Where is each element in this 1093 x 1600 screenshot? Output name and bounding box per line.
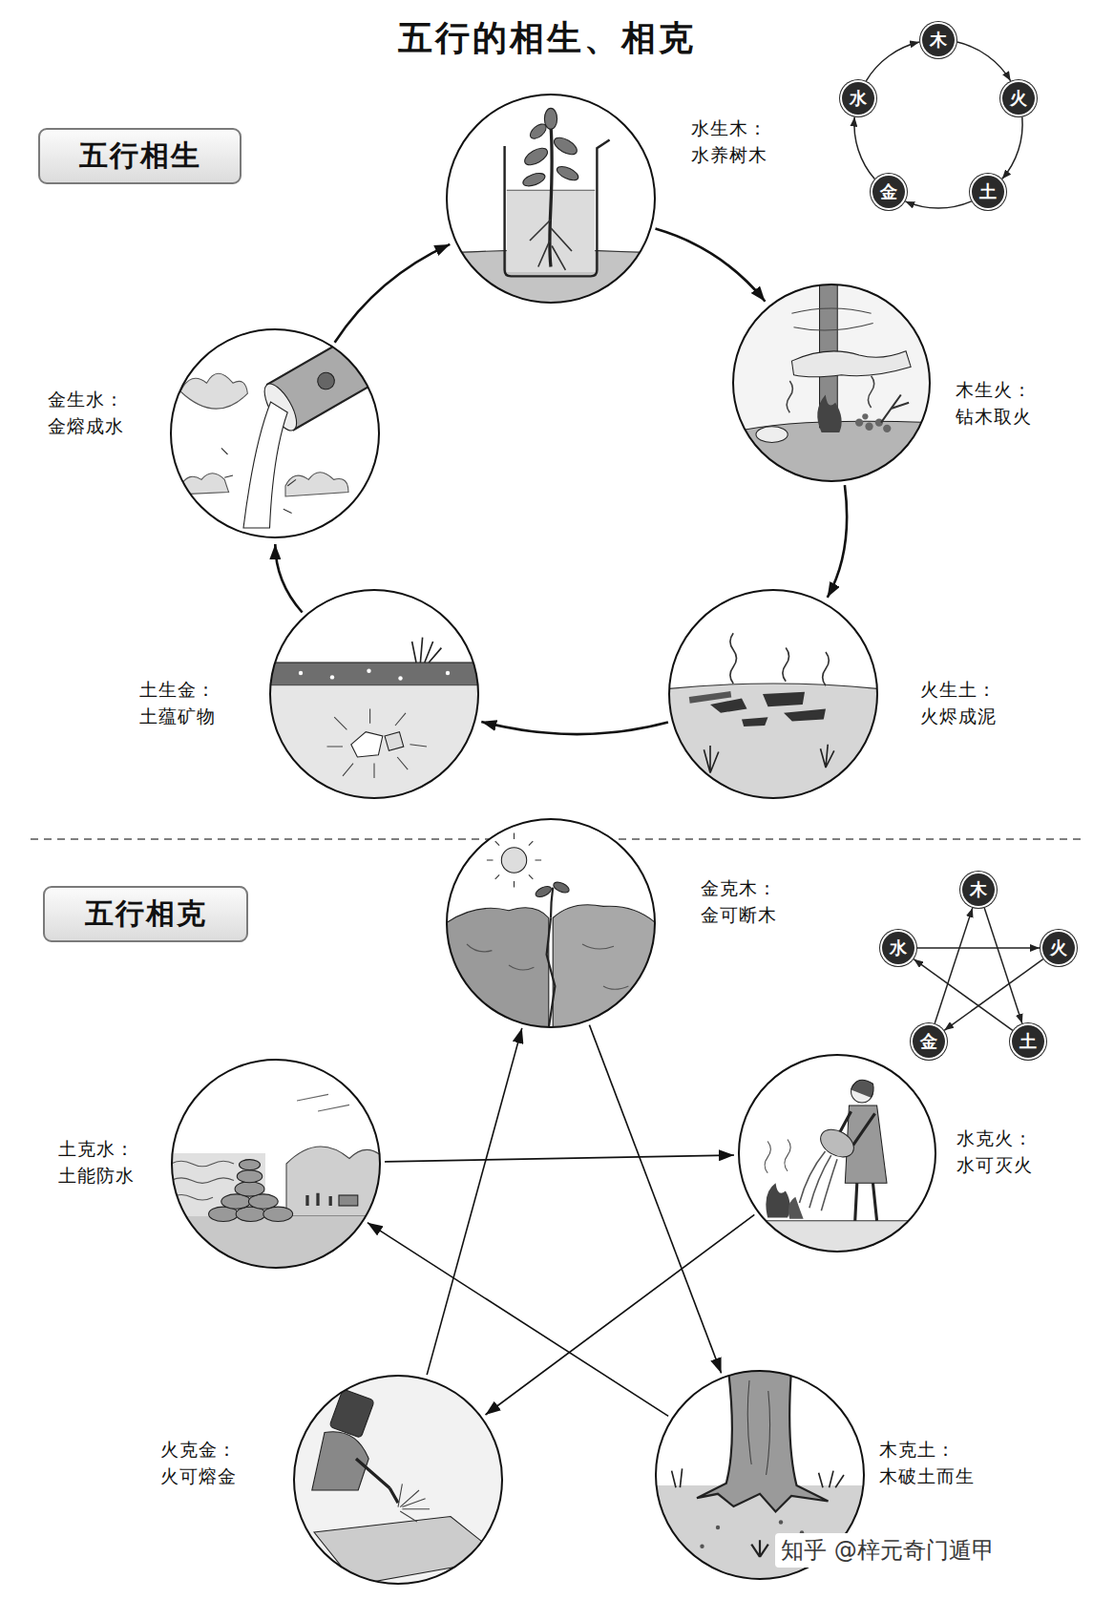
- connector-arrow: [335, 244, 451, 343]
- connector-arrow: [367, 1222, 669, 1417]
- caption-block: 水生木：水养树木: [691, 114, 768, 169]
- caption-body: 水养树木: [691, 141, 768, 169]
- watermark-label: 知乎 @梓元奇门遁甲: [775, 1533, 1001, 1568]
- element-text: 金: [912, 1025, 946, 1058]
- element-text: 水: [841, 82, 875, 115]
- caption-block: 水克火：水可灭火: [956, 1124, 1033, 1178]
- connector-arrow: [934, 907, 973, 1024]
- caption-body: 金可断木: [700, 901, 778, 928]
- element-text: 土: [971, 175, 1005, 209]
- caption-block: 金生水：金熔成水: [47, 385, 125, 440]
- picture-circle: 土生金：土蕴矿物: [269, 588, 480, 799]
- caption-body: 水可灭火: [956, 1151, 1033, 1178]
- element-dot: 土: [971, 175, 1005, 209]
- caption-block: 火克金：火可熔金: [160, 1435, 237, 1490]
- caption-body: 钻木取火: [955, 402, 1032, 430]
- picture-circle: 火克金：火可熔金: [293, 1374, 504, 1585]
- beaker-plant-picture: [445, 93, 656, 315]
- caption-heading: 火克金：: [160, 1435, 237, 1463]
- caption-block: 土克水：土能防水: [58, 1135, 135, 1189]
- picture-circle: 土克水：土能防水: [170, 1058, 381, 1269]
- picture-circle: 水生木：水养树木: [445, 93, 656, 304]
- connector-arrow: [827, 484, 847, 598]
- element-dot: 火: [1002, 82, 1035, 115]
- element-dot: 土: [1011, 1025, 1045, 1058]
- element-text: 火: [1042, 931, 1075, 965]
- connector-arrow: [984, 907, 1023, 1024]
- connector-arrow: [426, 1028, 523, 1375]
- connector-arrow: [1002, 117, 1023, 180]
- picture-circle: 火生土：火烬成泥: [668, 588, 879, 799]
- connector-arrow: [485, 1214, 756, 1415]
- caption-body: 火可熔金: [160, 1462, 237, 1490]
- element-dot: 火: [1042, 931, 1075, 965]
- caption-block: 木克土：木破土而生: [879, 1435, 975, 1490]
- element-text: 木: [922, 23, 955, 57]
- element-text: 水: [882, 931, 915, 965]
- caption-body: 土能防水: [58, 1161, 135, 1189]
- molten-metal-picture: [169, 328, 380, 539]
- connector-arrow: [481, 721, 669, 735]
- connector-arrow: [655, 229, 766, 302]
- connector-arrow: [865, 42, 920, 82]
- caption-heading: 土生金：: [139, 675, 216, 703]
- heading-text: 五行相克: [84, 894, 208, 934]
- ore-ground-picture: [269, 588, 480, 801]
- section-heading-box: 五行相克: [42, 885, 249, 943]
- water-on-fire-picture: [737, 1053, 937, 1261]
- caption-heading: 火生土：: [920, 675, 997, 703]
- connector-arrow: [274, 544, 302, 613]
- picture-circle: 木生火：钻木取火: [732, 283, 931, 483]
- connector-arrow: [913, 959, 1013, 1031]
- caption-body: 土蕴矿物: [139, 702, 216, 730]
- picture-circle: 金生水：金熔成水: [169, 328, 380, 539]
- caption-heading: 金生水：: [47, 385, 125, 413]
- caption-heading: 水克火：: [956, 1124, 1033, 1152]
- connector-arrow: [854, 117, 875, 180]
- caption-heading: 木克土：: [879, 1435, 975, 1463]
- element-text: 木: [962, 873, 995, 906]
- fire-drill-picture: [732, 278, 931, 483]
- caption-block: 金克木：金可断木: [700, 874, 778, 928]
- element-dot: 金: [872, 175, 905, 209]
- element-text: 金: [872, 175, 905, 209]
- caption-block: 木生火：钻木取火: [955, 376, 1032, 430]
- element-dot: 金: [912, 1025, 946, 1058]
- caption-body: 火烬成泥: [920, 702, 997, 730]
- connector-arrow: [904, 201, 971, 209]
- caption-heading: 木生火：: [955, 376, 1032, 403]
- caption-block: 土生金：土蕴矿物: [139, 675, 216, 730]
- element-dot: 木: [922, 23, 955, 57]
- element-dot: 水: [841, 82, 875, 115]
- section-heading-box: 五行相生: [38, 127, 242, 185]
- element-dot: 水: [882, 931, 915, 965]
- caption-body: 金熔成水: [47, 412, 125, 440]
- caption-heading: 土克水：: [58, 1135, 135, 1162]
- ash-ground-picture: [668, 588, 879, 799]
- connector-arrow: [588, 1025, 721, 1374]
- connector-arrow: [384, 1155, 735, 1162]
- caption-block: 火生土：火烬成泥: [920, 675, 997, 730]
- element-text: 火: [1002, 82, 1035, 115]
- connector-arrow: [917, 946, 1040, 949]
- picture-circle: 金克木：金可断木: [445, 818, 656, 1029]
- caption-heading: 水生木：: [691, 114, 768, 142]
- element-text: 土: [1011, 1025, 1045, 1058]
- heading-text: 五行相生: [79, 136, 202, 176]
- connector-arrow: [944, 959, 1044, 1031]
- picture-circle: 水克火：水可灭火: [737, 1053, 937, 1253]
- rock-sprout-picture: [445, 818, 656, 1029]
- connector-arrow: [957, 42, 1011, 82]
- element-dot: 木: [962, 873, 995, 906]
- dyke-picture: [170, 1058, 381, 1275]
- welder-picture: [293, 1374, 504, 1585]
- caption-heading: 金克木：: [700, 874, 778, 902]
- caption-body: 木破土而生: [879, 1462, 975, 1490]
